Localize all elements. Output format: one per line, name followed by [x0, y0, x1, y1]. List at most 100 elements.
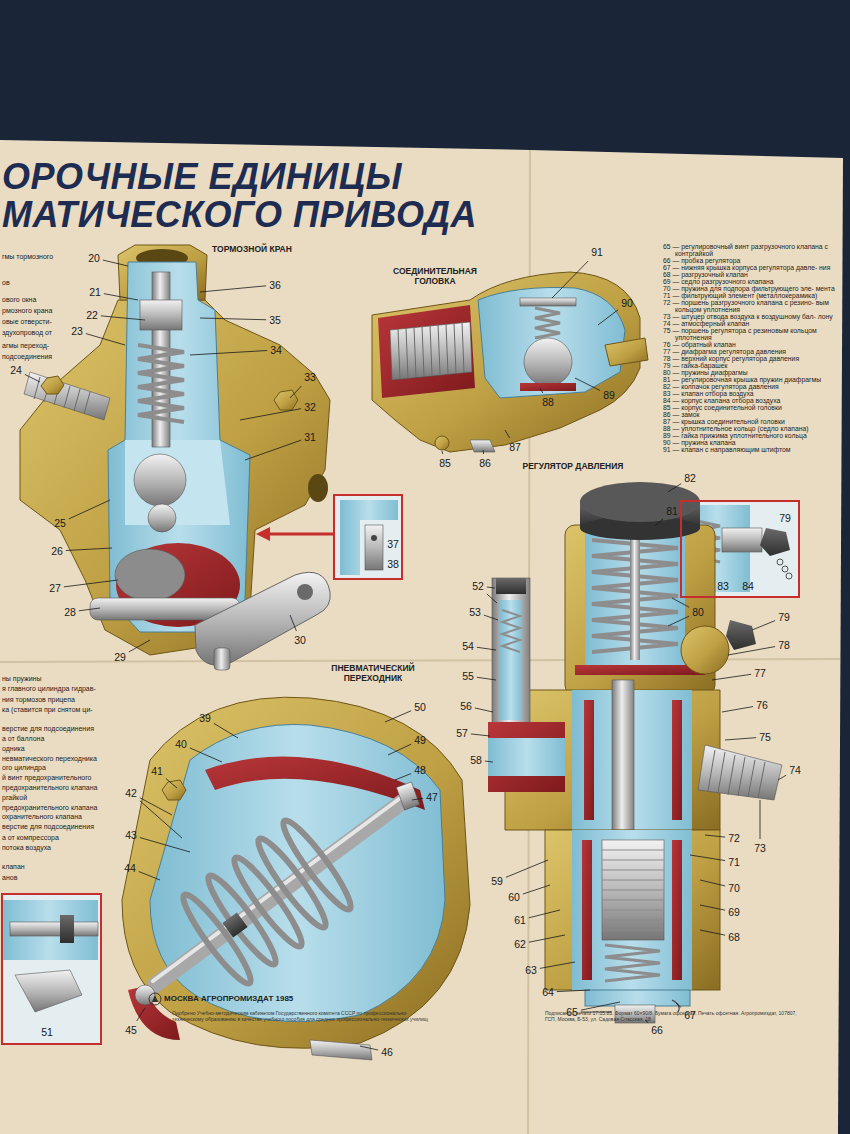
callout-number: 44 [124, 862, 136, 874]
callout-number: 83 [717, 580, 729, 592]
callout-number: 79 [779, 512, 791, 524]
brake-valve-drawing [134, 454, 186, 506]
pneumatic-adapter-drawing [396, 782, 419, 810]
section-heading: РЕГУЛЯТОР ДАВЛЕНИЯ [493, 461, 653, 471]
leader-line [200, 318, 266, 320]
callout-number: 60 [508, 891, 520, 903]
leader-line [412, 798, 423, 800]
callout-number: 80 [692, 606, 704, 618]
callout-number: 78 [778, 639, 790, 651]
section-heading: ТОРМОЗНОЙ КРАН [172, 244, 332, 254]
leader-line [540, 388, 543, 393]
legend-fragment: потока воздуха [2, 844, 51, 852]
leader-line [700, 880, 725, 886]
pressure-regulator-drawing [545, 830, 720, 990]
leader-line [700, 930, 725, 935]
callout-number: 87 [509, 441, 521, 453]
inset-detail-drawing [786, 573, 792, 579]
callout-number: 90 [621, 297, 633, 309]
leader-line [598, 310, 618, 325]
callout-number: 84 [742, 580, 754, 592]
leader-line [290, 615, 296, 631]
callout-number: 35 [269, 314, 281, 326]
brake-valve-drawing [214, 648, 230, 670]
callout-number: 29 [114, 651, 126, 663]
pressure-regulator-drawing [585, 530, 685, 665]
parts-list-item: 74 — атмосферный клапан [663, 320, 845, 327]
inset-detail-drawing [10, 922, 98, 936]
parts-list-item: 72 — поршень разгрузочного клапана с рез… [663, 299, 845, 313]
leader-line [557, 990, 590, 992]
callout-number: 48 [414, 764, 426, 776]
legend-fragment: анов [2, 874, 17, 882]
parts-list-item: 67 — нижняя крышка корпуса регулятора да… [663, 264, 845, 271]
callout-number: 71 [728, 856, 740, 868]
callout-number: 45 [125, 1024, 137, 1036]
brake-valve-drawing [20, 245, 330, 670]
pressure-regulator-drawing [672, 700, 682, 820]
leader-line [214, 723, 238, 738]
leader-line [477, 677, 496, 680]
leader-line [104, 294, 138, 300]
callout-number: 38 [387, 558, 399, 570]
parts-list-item: 84 — корпус клапана отбора воздуха [663, 397, 845, 404]
leader-line [575, 378, 600, 391]
callout-number: 28 [64, 606, 76, 618]
callout-number: 86 [479, 457, 491, 469]
colophon-text: Подписано к печати 17.05.85. Формат 60×9… [545, 1010, 800, 1022]
inset-frame: 79 83 84 [680, 500, 800, 598]
callout-number: 58 [470, 754, 482, 766]
parts-list-item: 80 — пружины диафрагмы [663, 369, 845, 376]
leader-line [668, 616, 689, 626]
leader-line [64, 580, 118, 587]
leader-line [760, 800, 761, 839]
leader-line [245, 440, 301, 460]
inset-detail-drawing [2, 900, 98, 960]
leader-line [471, 734, 490, 736]
parts-list-item: 87 — крышка соединительной головки [663, 418, 845, 425]
callout-number: 24 [10, 364, 22, 376]
inset-frame: 51 [1, 893, 102, 1045]
legend-fragment: верстие для подсоединения [2, 725, 94, 733]
callout-number: 82 [684, 472, 696, 484]
callout-number: 76 [756, 699, 768, 711]
parts-list-item: 78 — верхний корпус регулятора давления [663, 355, 845, 362]
coupling-head-drawing [390, 322, 472, 380]
legend-fragment: ового окна [2, 296, 36, 304]
callout-number: 62 [514, 938, 526, 950]
callout-number: 32 [304, 401, 316, 413]
callout-number: 53 [469, 606, 481, 618]
brake-valve-drawing [41, 376, 64, 394]
inset-detail-drawing [340, 500, 398, 575]
pressure-regulator-drawing [612, 680, 634, 830]
parts-list-item: 76 — обратный клапан [663, 341, 845, 348]
callout-number: 40 [175, 738, 187, 750]
leader-line [140, 798, 172, 815]
pneumatic-adapter-drawing [276, 815, 358, 915]
legend-fragment: подсоединения [2, 353, 52, 361]
leader-line [69, 500, 110, 519]
coupling-head-drawing [520, 383, 576, 391]
inset-detail-drawing [722, 528, 762, 552]
parts-list-item: 77 — диафрагма регулятора давления [663, 348, 845, 355]
parts-list-item: 79 — гайка-барашек [663, 362, 845, 369]
pressure-regulator-drawing [580, 482, 700, 522]
colophon-text: Одобрено Учебно-методическим кабинетом Г… [172, 1010, 437, 1022]
leader-line [103, 260, 128, 266]
leader-line [778, 775, 786, 780]
callout-number: 50 [414, 701, 426, 713]
pneumatic-adapter-drawing [153, 796, 403, 981]
coupling-head-drawing [470, 440, 495, 452]
callout-number: 33 [304, 371, 316, 383]
coupling-head-drawing [435, 436, 449, 450]
pressure-regulator-drawing [488, 722, 565, 792]
pressure-regulator-drawing [602, 840, 664, 940]
legend-fragment: предохранительного клапана [2, 784, 97, 792]
leader-line [690, 855, 725, 861]
legend-fragment: гмы тормозного [2, 253, 53, 261]
poster-title: ОРОЧНЫЕ ЕДИНИЦЫ МАТИЧЕСКОГО ПРИВОДА [2, 158, 562, 234]
legend-fragment: ния тормозов прицепа [2, 696, 75, 704]
legend-fragment: й винт предохранительного [2, 774, 91, 782]
pressure-regulator-drawing [672, 840, 682, 980]
